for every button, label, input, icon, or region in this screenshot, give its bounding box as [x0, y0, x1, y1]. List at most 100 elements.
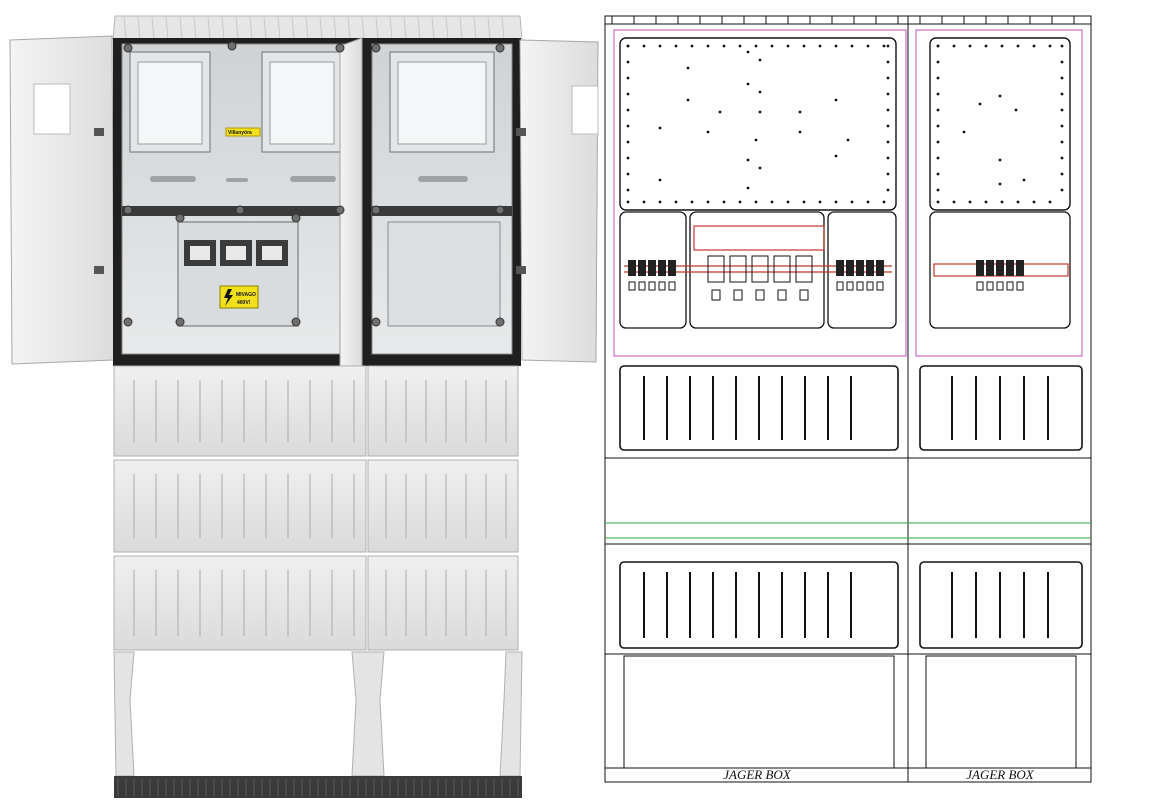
- brand-label-left: JAGER BOX: [723, 767, 792, 782]
- mounting-hole: [936, 92, 940, 96]
- mounting-hole: [658, 200, 662, 204]
- mounting-hole: [936, 172, 940, 176]
- mounting-hole: [936, 200, 940, 204]
- panel-bolts: [123, 41, 505, 327]
- mounting-holes-left: [626, 44, 890, 204]
- mounting-hole: [998, 158, 1002, 162]
- roof-rib: [389, 16, 393, 40]
- fuse-base: [751, 255, 769, 283]
- mounting-hole: [998, 182, 1002, 186]
- mounting-hole: [818, 200, 822, 204]
- mounting-hole: [968, 200, 972, 204]
- bolt: [371, 43, 381, 53]
- mounting-hole: [834, 98, 838, 102]
- mounting-hole: [1060, 124, 1064, 128]
- roof-rib: [445, 16, 449, 40]
- mounting-hole: [834, 154, 838, 158]
- door-window-right: [571, 85, 599, 135]
- roof-rib: [403, 16, 407, 40]
- bolt: [495, 317, 505, 327]
- fuse-cap: [799, 289, 809, 301]
- terminal: [628, 260, 636, 276]
- mounting-hole: [886, 188, 890, 192]
- lightning-bolt-icon: [224, 289, 233, 306]
- cabinet-render: Villanyóra MIVAGO 400V!: [9, 15, 599, 798]
- base-grating: [114, 776, 522, 798]
- technical-drawing: [604, 15, 1092, 783]
- mounting-hole: [962, 130, 966, 134]
- fuse-base: [707, 255, 725, 283]
- mounting-hole: [642, 44, 646, 48]
- mounting-hole: [886, 44, 890, 48]
- mounting-hole: [1060, 60, 1064, 64]
- mounting-hole: [786, 44, 790, 48]
- terminal-foot: [1006, 281, 1014, 291]
- mounting-hole: [690, 200, 694, 204]
- mounting-hole: [746, 82, 750, 86]
- bolt: [495, 205, 505, 215]
- mounting-hole: [1022, 178, 1026, 182]
- bolt: [123, 205, 133, 215]
- mounting-hole: [798, 110, 802, 114]
- meter-window-3: [389, 51, 495, 153]
- mounting-hole: [746, 186, 750, 190]
- right-door: [516, 39, 599, 363]
- terminal-foot: [866, 281, 874, 291]
- mounting-hole: [658, 44, 662, 48]
- terminal-foot: [1016, 281, 1024, 291]
- roof-rib: [417, 16, 421, 40]
- roof-rib: [501, 16, 505, 40]
- terminal-foot: [648, 281, 656, 291]
- mounting-hole: [626, 60, 630, 64]
- terminal-foot: [996, 281, 1004, 291]
- terminal: [836, 260, 844, 276]
- mounting-hole: [984, 200, 988, 204]
- mounting-hole: [886, 140, 890, 144]
- mounting-hole: [1032, 44, 1036, 48]
- fuse-cap: [755, 289, 765, 301]
- terminal: [1016, 260, 1024, 276]
- base-panels: [113, 365, 519, 651]
- roof-rib: [473, 16, 477, 40]
- mounting-hole: [936, 60, 940, 64]
- roof-rib: [263, 16, 267, 40]
- roof-rib: [487, 16, 491, 40]
- mounting-hole: [834, 200, 838, 204]
- roof-rib: [151, 16, 155, 40]
- terminal: [638, 260, 646, 276]
- roof-rib: [179, 16, 183, 40]
- bolt: [371, 317, 381, 327]
- mounting-lines: [605, 522, 1091, 539]
- fuse-base: [773, 255, 791, 283]
- terminal: [1006, 260, 1014, 276]
- mounting-hole: [886, 76, 890, 80]
- mounting-hole: [786, 200, 790, 204]
- bolt: [235, 205, 245, 215]
- mounting-hole: [738, 200, 742, 204]
- meter-label-sticker: [225, 127, 261, 137]
- roof-rib: [123, 16, 127, 40]
- mounting-hole: [706, 130, 710, 134]
- drawing-base-panel-1-right: [919, 365, 1083, 451]
- fuse-cap: [711, 289, 721, 301]
- panel-ribs: [133, 380, 507, 636]
- mounting-hole: [754, 44, 758, 48]
- fuse-base: [729, 255, 747, 283]
- meter-window-1: [129, 51, 211, 153]
- mounting-hole: [626, 44, 630, 48]
- mounting-hole: [802, 200, 806, 204]
- mounting-hole: [754, 138, 758, 142]
- terminal-blocks: [628, 255, 1024, 301]
- mounting-hole: [758, 110, 762, 114]
- drawing-base-panel-2-left: [619, 561, 899, 649]
- top-ticks: [611, 16, 1075, 24]
- mounting-hole: [866, 200, 870, 204]
- mounting-hole: [626, 156, 630, 160]
- mounting-hole: [1016, 44, 1020, 48]
- terminal: [976, 260, 984, 276]
- mounting-hole: [936, 188, 940, 192]
- mounting-hole: [658, 178, 662, 182]
- mounting-hole: [770, 200, 774, 204]
- terminal-foot: [638, 281, 646, 291]
- warning-text-line2: 400V!: [237, 300, 251, 306]
